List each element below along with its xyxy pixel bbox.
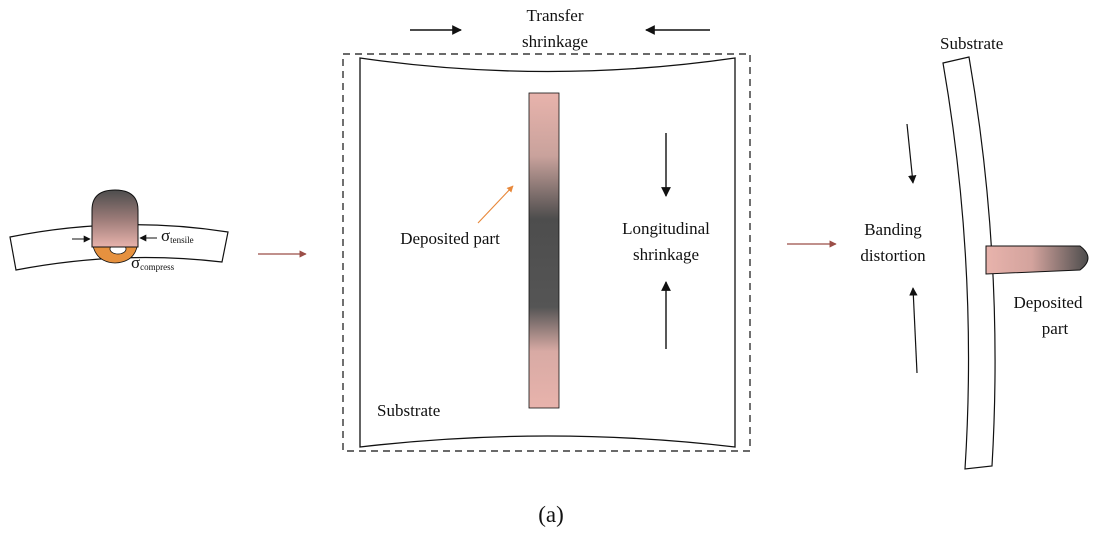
deposited-part-pointer: [477, 185, 514, 224]
deposited-strip: [528, 92, 560, 409]
bending-arrow-up: [909, 287, 918, 374]
transfer-label-2: shrinkage: [522, 32, 588, 51]
right-panel: Substrate Banding distortion Deposited p…: [860, 34, 1089, 470]
original-outline: [342, 53, 751, 452]
substrate-label-mid: Substrate: [377, 401, 440, 420]
deposit-bead: [91, 189, 139, 248]
figure-caption: (a): [538, 502, 564, 527]
deposited-label-right-1: Deposited: [1014, 293, 1083, 312]
left-panel: σtensile σcompress: [9, 189, 229, 272]
deposited-bead-side: [985, 245, 1089, 275]
longitudinal-label-2: shrinkage: [633, 245, 699, 264]
longitudinal-label-1: Longitudinal: [622, 219, 710, 238]
sigma-tensile-label: σtensile: [161, 226, 194, 245]
sigma-compress-label: σcompress: [131, 253, 175, 272]
bending-arrow-down: [906, 123, 917, 184]
banding-label-1: Banding: [864, 220, 922, 239]
transfer-label-1: Transfer: [527, 6, 584, 25]
deposited-label-right-2: part: [1042, 319, 1069, 338]
banding-label-2: distortion: [860, 246, 926, 265]
substrate-label-right: Substrate: [940, 34, 1003, 53]
deposited-part-label-mid: Deposited part: [400, 229, 500, 248]
middle-panel: Transfer shrinkage Longitudinal shrinkag…: [342, 6, 751, 452]
bent-substrate-side: [942, 56, 996, 470]
